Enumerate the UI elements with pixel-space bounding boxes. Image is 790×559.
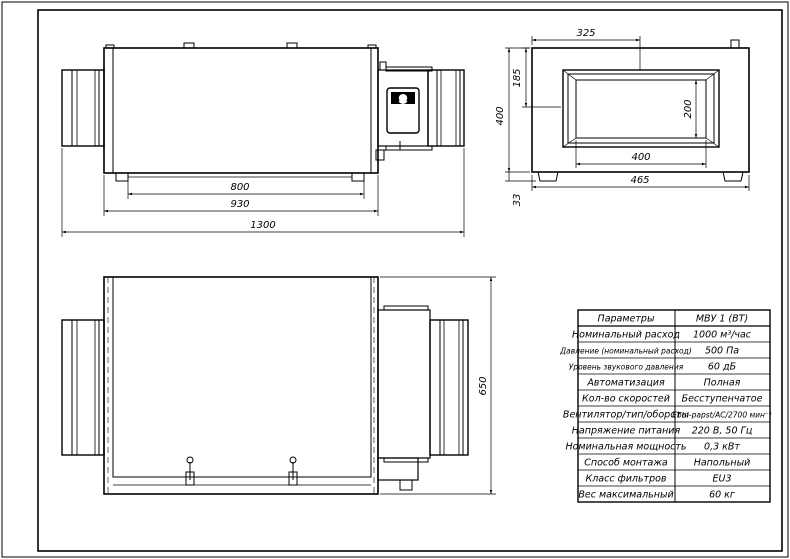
- side-view: [531, 39, 750, 182]
- top-dimension-lines: [380, 276, 496, 495]
- table-cell-value: Полная: [704, 378, 741, 389]
- table-cell-param: Давление (номинальный расход): [559, 347, 691, 356]
- table-header-param: Параметры: [598, 314, 655, 325]
- table-cell-param: Автоматизация: [586, 378, 665, 389]
- table-cell-param: Кол-во скоростей: [582, 394, 670, 405]
- table-cell-value: 220 В, 50 Гц: [692, 426, 753, 437]
- table-cell-param: Уровень звукового давления: [569, 363, 684, 372]
- top-view: [61, 276, 469, 495]
- dim-200-label: 200: [683, 99, 694, 118]
- table-cell-value: 500 Па: [705, 346, 739, 357]
- table-cell-value: 60 кг: [709, 490, 736, 501]
- table-cell-param: Номинальный расход: [572, 330, 680, 341]
- table-cell-value: 60 дБ: [708, 362, 737, 373]
- dim-465-label: 465: [630, 175, 649, 186]
- dim-800-label: 800: [230, 182, 249, 193]
- dim-325-label: 325: [576, 28, 595, 39]
- table-cell-value: Бесступенчатое: [682, 394, 763, 405]
- dim-930-label: 930: [230, 199, 249, 210]
- table-cell-param: Класс фильтров: [585, 474, 666, 485]
- table-cell-value: Ebm-papst/AC/2700 мин⁻¹: [672, 411, 772, 420]
- table-cell-param: Вес максимальный: [578, 490, 673, 501]
- table-cell-value: 0,3 кВт: [704, 442, 740, 453]
- front-dimension-lines: [61, 148, 465, 237]
- side-dimension-lines: [505, 36, 750, 191]
- dim-400-width-label: 400: [631, 152, 650, 163]
- table-cell-param: Напряжение питания: [572, 426, 681, 437]
- table-cell-value: EU3: [713, 474, 732, 485]
- dim-1300-label: 1300: [250, 220, 275, 231]
- dim-33-label: 33: [512, 194, 523, 207]
- table-cell-value: 1000 м³/час: [693, 330, 752, 341]
- table-cell-param: Номинальная мощность: [565, 442, 686, 453]
- table-header-value: МВУ 1 (ВТ): [696, 314, 748, 325]
- table-cell-value: Напольный: [694, 458, 751, 469]
- dim-400-height-label: 400: [495, 106, 506, 125]
- dim-650-label: 650: [478, 376, 489, 395]
- spec-table: Параметры МВУ 1 (ВТ) Номинальный расход 100…: [559, 309, 772, 503]
- table-cell-param: Вентилятор/тип/обороты: [563, 410, 690, 421]
- front-view: [61, 42, 465, 182]
- inner-frame: [37, 9, 783, 552]
- dim-185-label: 185: [512, 68, 523, 87]
- table-cell-param: Способ монтажа: [584, 458, 668, 469]
